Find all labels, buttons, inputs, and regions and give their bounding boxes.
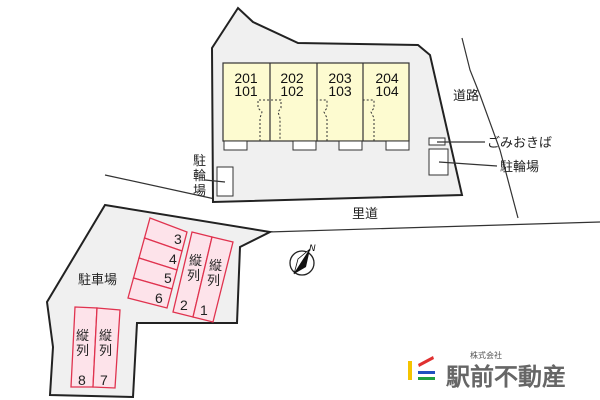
svg-text:102: 102	[280, 83, 304, 99]
svg-text:202: 202	[280, 70, 304, 86]
svg-text:列: 列	[187, 269, 200, 284]
road-label: 道路	[453, 88, 479, 104]
svg-text:N: N	[309, 244, 316, 254]
tandem-labels: 縦列 縦列 縦列 縦列	[76, 254, 222, 359]
parking-spots	[70, 217, 234, 389]
svg-text:縦: 縦	[99, 329, 112, 344]
bike-left-label-3: 場	[193, 184, 206, 199]
svg-text:列: 列	[76, 344, 89, 359]
bike-parking-right-label: 駐輪場	[500, 159, 539, 175]
parking-spot-1[interactable]	[192, 236, 234, 323]
bike-left-label-1: 駐	[193, 154, 206, 169]
svg-text:204: 204	[375, 70, 399, 86]
spot-number-4: 4	[169, 251, 177, 267]
svg-text:104: 104	[375, 83, 399, 99]
road-line-left	[104, 174, 216, 200]
svg-text:縦: 縦	[76, 329, 89, 344]
company-logo: 株式会社 駅前不動産	[408, 350, 566, 391]
north-compass-icon: N	[289, 244, 316, 276]
path-label: 里道	[352, 207, 378, 222]
parking-label: 駐車場	[78, 273, 117, 288]
apartment-building	[222, 62, 410, 151]
svg-text:列: 列	[207, 274, 220, 289]
bike-left-label-2: 輪	[193, 168, 206, 184]
road-line-right	[461, 37, 519, 219]
svg-text:駅前不動産: 駅前不動産	[446, 363, 566, 391]
svg-text:株式会社: 株式会社	[470, 350, 502, 360]
parking-spot-7[interactable]	[92, 307, 121, 389]
spot-number-1: 1	[200, 302, 208, 318]
svg-text:101: 101	[234, 83, 258, 99]
svg-text:203: 203	[328, 70, 352, 86]
parking-spot-6[interactable]	[127, 277, 173, 309]
spot-number-3: 3	[174, 231, 182, 247]
bike-parking-right	[428, 148, 449, 176]
svg-text:縦: 縦	[189, 254, 202, 269]
spot-number-2: 2	[180, 297, 188, 313]
spot-number-8: 8	[78, 372, 86, 388]
svg-text:201: 201	[234, 70, 258, 86]
garbage-label: ごみおきば	[487, 135, 552, 151]
svg-text:列: 列	[99, 344, 112, 359]
spot-number-6: 6	[155, 290, 163, 306]
svg-text:縦: 縦	[209, 259, 222, 274]
path-line	[267, 221, 600, 233]
spot-number-7: 7	[100, 372, 108, 388]
spot-number-5: 5	[164, 270, 172, 286]
svg-text:103: 103	[328, 83, 352, 99]
